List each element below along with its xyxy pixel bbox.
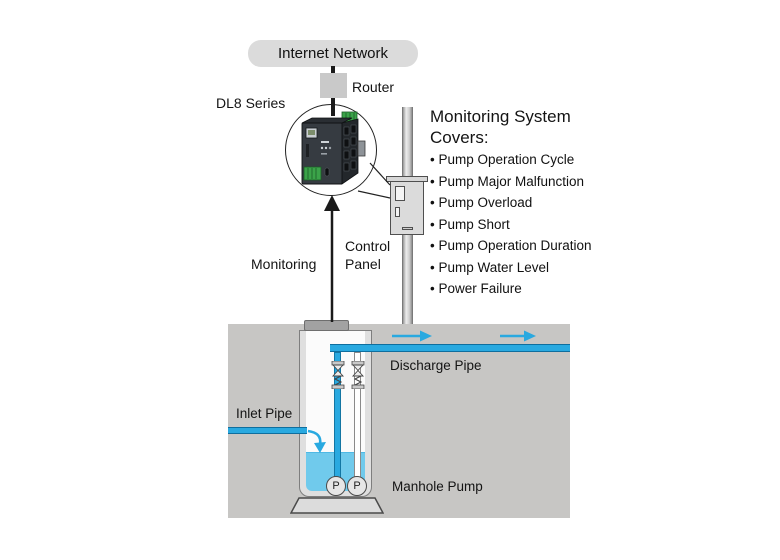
- internet-network-node: Internet Network: [248, 40, 418, 67]
- coverage-item: Pump Water Level: [430, 257, 592, 279]
- discharge-pipe-label: Discharge Pipe: [390, 358, 482, 373]
- pump-letter: P: [353, 480, 361, 492]
- router-label: Router: [352, 79, 395, 95]
- network-link-line: [331, 98, 335, 116]
- dl8-series-label: DL8 Series: [216, 95, 286, 111]
- internet-network-label: Internet Network: [277, 45, 389, 62]
- monitoring-label: Monitoring: [251, 256, 317, 272]
- coverage-item: Pump Overload: [430, 192, 592, 214]
- inlet-pipe: [228, 427, 307, 434]
- coverage-list: Pump Operation Cycle Pump Major Malfunct…: [430, 149, 592, 300]
- coverage-item: Pump Short: [430, 214, 592, 236]
- tank-base: [290, 497, 384, 514]
- underground-area: [228, 324, 570, 518]
- router-node: [320, 73, 347, 98]
- manhole-pump-label: Manhole Pump: [392, 479, 483, 494]
- manhole-cover: [304, 320, 349, 331]
- flow-arrow-icon: [500, 330, 536, 342]
- dl8-device-icon: [301, 111, 366, 185]
- flow-arrow-icon: [392, 330, 432, 342]
- monitoring-arrow-icon: [324, 195, 340, 322]
- callout-leader-lines: [357, 162, 391, 199]
- inflow-curved-arrow-icon: [307, 429, 326, 453]
- valve-icon: [351, 361, 365, 389]
- pump-2: P: [347, 476, 367, 496]
- discharge-pipe: [330, 344, 570, 352]
- coverage-item: Pump Operation Duration: [430, 235, 591, 257]
- network-link-line: [331, 66, 335, 74]
- valve-icon: [331, 361, 345, 389]
- coverage-item: Pump Operation Cycle: [430, 149, 592, 171]
- coverage-item: Pump Major Malfunction: [430, 171, 592, 193]
- control-panel-label: Control Panel: [345, 238, 391, 272]
- control-panel-indicator: [395, 207, 400, 217]
- coverage-heading: Monitoring System Covers:: [430, 107, 571, 147]
- control-panel-vent: [402, 227, 413, 230]
- control-panel-window: [395, 186, 405, 201]
- pump-1: P: [326, 476, 346, 496]
- inlet-pipe-label: Inlet Pipe: [236, 406, 293, 421]
- pump-letter: P: [332, 480, 340, 492]
- coverage-item: Power Failure: [430, 278, 592, 300]
